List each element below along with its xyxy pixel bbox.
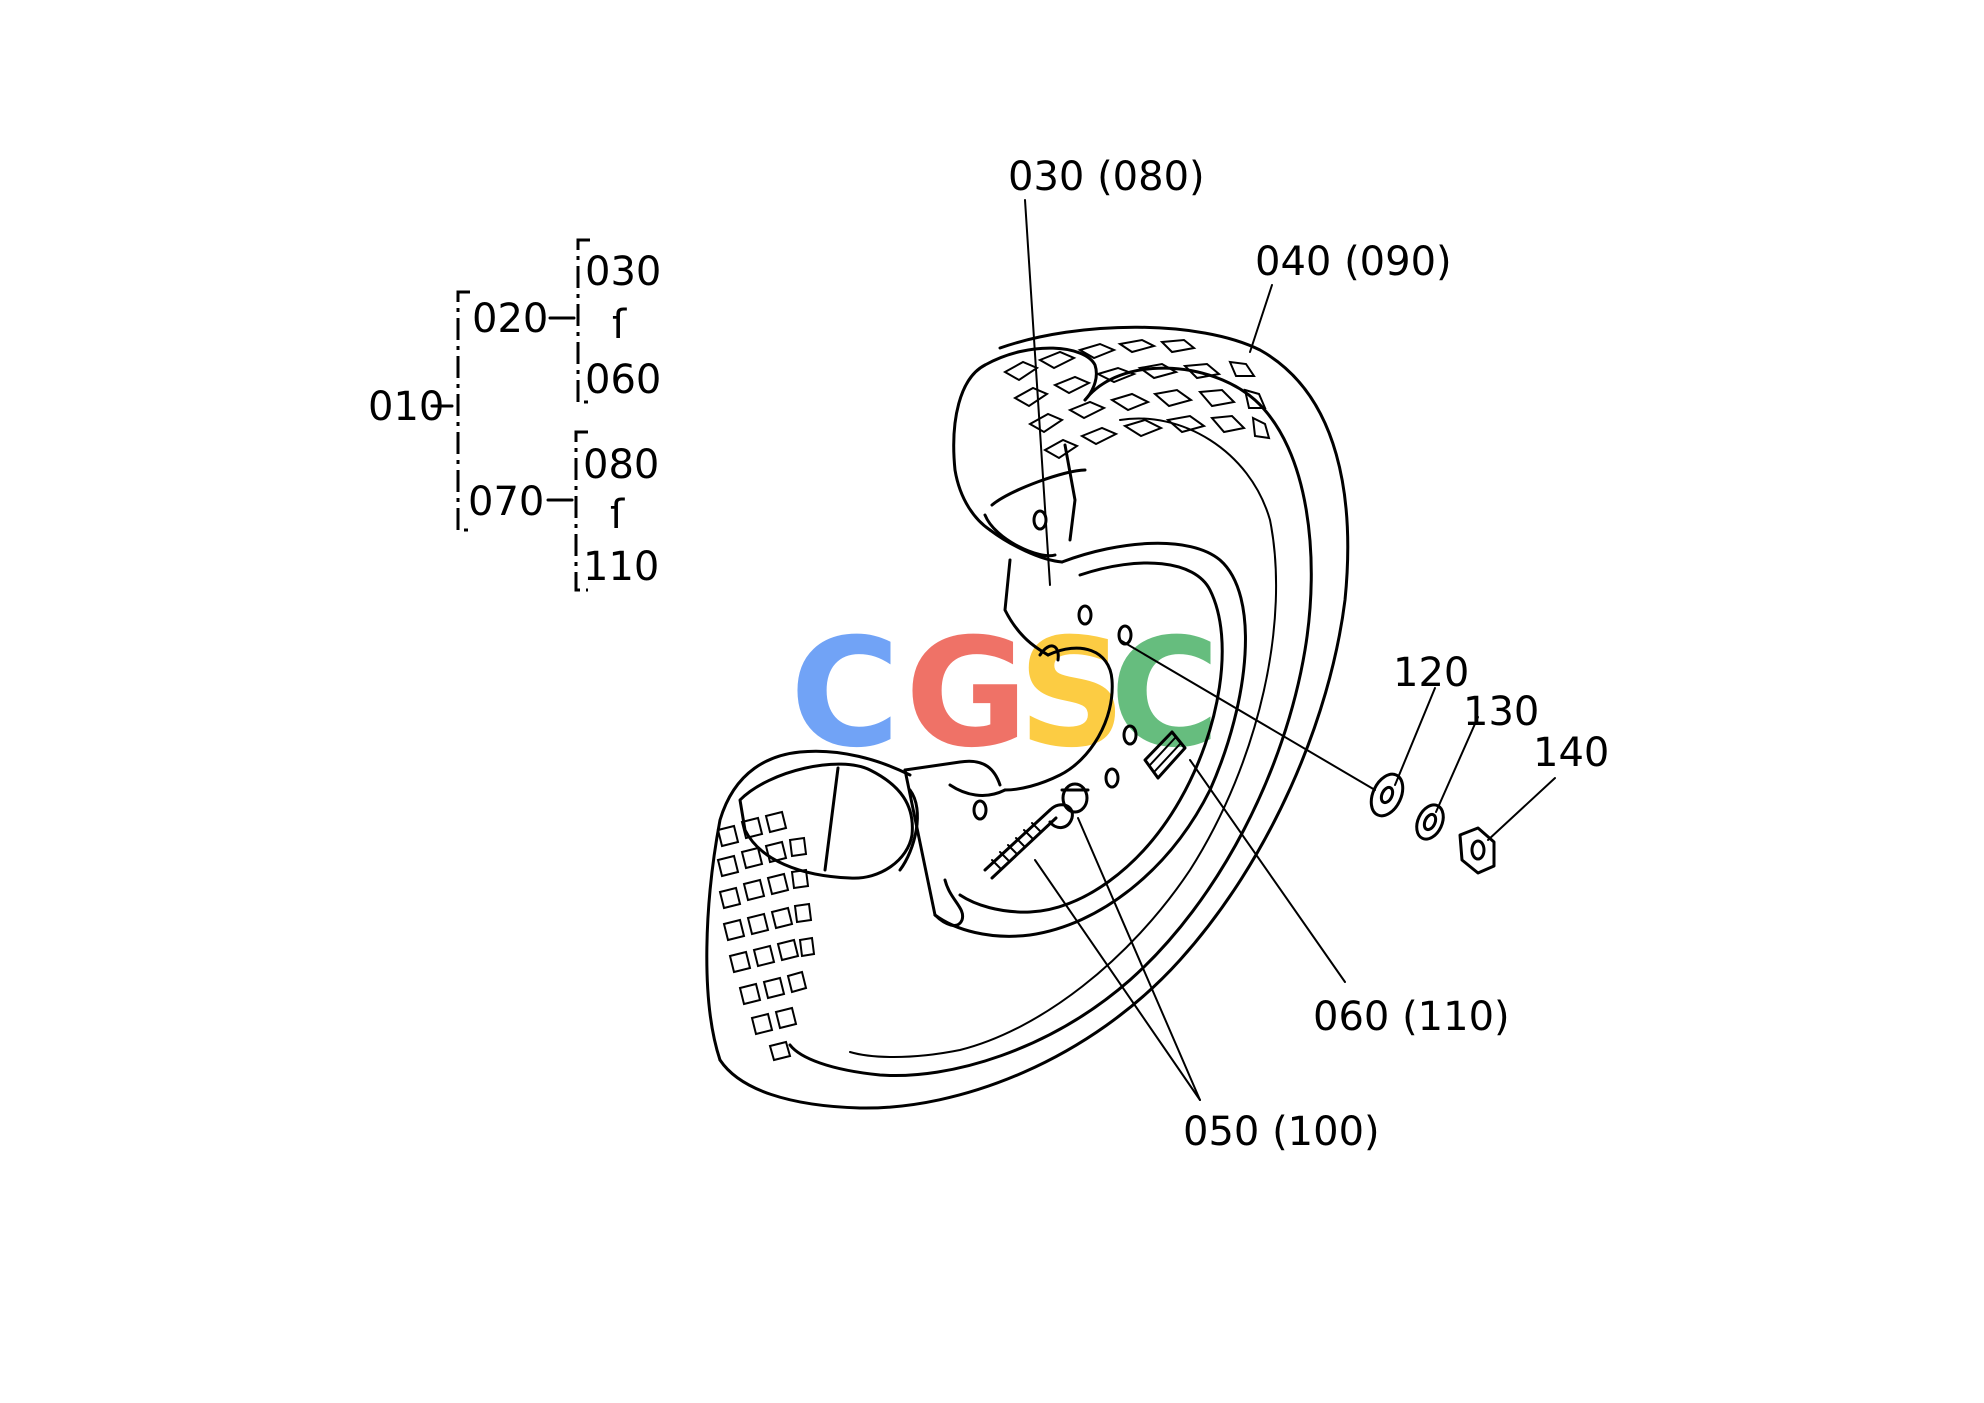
tire-outer <box>705 325 1350 1110</box>
tree-group-070-to: 110 <box>583 544 659 590</box>
tire-tread-bottom <box>716 810 816 1062</box>
callout-labels: 030 (080) 040 (090) 120 130 140 060 (110… <box>1008 154 1609 1155</box>
tire-tread-top <box>1002 338 1271 460</box>
tree-group-020-sep: ſ <box>612 302 627 348</box>
callout-030: 030 (080) <box>1008 154 1205 200</box>
tree-group-020-from: 030 <box>585 249 661 295</box>
flat-washer-120 <box>1369 772 1405 818</box>
cgsc-watermark: C G S C <box>790 607 1220 781</box>
callout-140: 140 <box>1533 730 1609 776</box>
tree-group-020-bracket <box>576 238 590 404</box>
callout-050: 050 (100) <box>1183 1109 1380 1155</box>
stud-bolt-and-valve <box>983 782 1090 880</box>
callout-120: 120 <box>1393 650 1469 696</box>
hex-nut-140 <box>1458 826 1496 875</box>
tree-group-070-sep: ſ <box>610 492 625 538</box>
watermark-letter-2: G <box>905 607 1028 781</box>
watermark-letter-4: C <box>1110 607 1220 781</box>
tree-group-070-label: 070 <box>468 479 544 525</box>
callout-060: 060 (110) <box>1313 994 1510 1040</box>
tree-group-020-label: 020 <box>472 296 548 342</box>
tree-group-020-to: 060 <box>585 357 661 403</box>
tree-group-070-from: 080 <box>583 442 659 488</box>
tree-group-070-bracket <box>574 430 588 592</box>
spring-washer-130 <box>1415 803 1445 841</box>
leader-lines <box>1024 199 1556 1101</box>
wheel-fasteners <box>1369 772 1496 875</box>
callout-040: 040 (090) <box>1255 239 1452 285</box>
tree-outer-bracket <box>456 290 470 532</box>
wheel-rim <box>903 509 1247 938</box>
watermark-letter-3: S <box>1018 607 1126 781</box>
part-tree: 010 020 030 ſ 060 070 080 ſ 110 <box>368 238 661 592</box>
callout-130: 130 <box>1463 689 1539 735</box>
valve-plug <box>1143 730 1187 780</box>
